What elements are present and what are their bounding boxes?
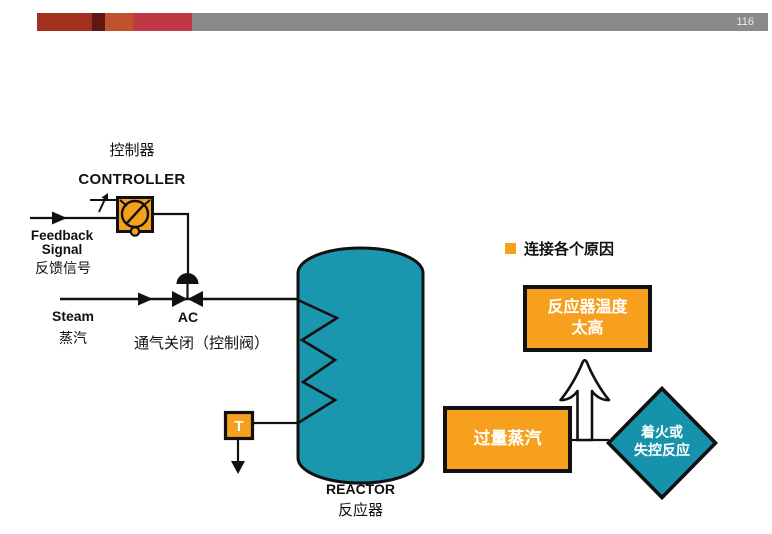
legend: 连接各个原因	[505, 238, 614, 259]
banner-segment-rust	[105, 13, 133, 31]
diamond-label-line1: 着火或	[641, 424, 683, 440]
feedback-signal-label-zh: 反馈信号	[35, 262, 91, 277]
feedback-label-line1: Feedback	[30, 228, 94, 243]
controller-label-zh: 控制器	[109, 143, 155, 159]
cause-box-excess-steam: 过量蒸汽	[443, 406, 572, 473]
reactor-vessel	[296, 246, 425, 485]
actuator-dome-icon	[176, 273, 199, 284]
legend-label: 连接各个原因	[524, 242, 615, 258]
reactor-label: REACTOR 反应器	[298, 481, 423, 520]
control-valve-icon	[172, 273, 203, 307]
controller-icon	[116, 196, 154, 237]
diamond-label: 着火或 失控反应	[606, 423, 718, 459]
up-arrow-icon	[559, 358, 611, 442]
cause-steam-text: 过量蒸汽	[473, 429, 542, 449]
cause-box-reactor-temp: 反应器温度 太高	[523, 285, 652, 352]
feedback-signal-line	[30, 193, 117, 225]
controller-output-line	[153, 212, 190, 274]
legend-bullet-icon	[505, 243, 516, 254]
banner-segment-crimson	[133, 13, 192, 31]
feedback-signal-label: Feedback Signal	[22, 229, 102, 257]
flow-arrow-icon	[138, 292, 153, 306]
valve-code-label: AC	[177, 309, 199, 325]
top-banner: 116	[0, 13, 772, 31]
steam-label-en: Steam	[51, 308, 95, 324]
coil-zigzag-icon	[297, 298, 340, 425]
signal-slash-icon	[98, 198, 106, 213]
valve-description-label: 通气关闭（控制阀）	[134, 336, 270, 352]
flow-arrow-icon	[52, 211, 67, 225]
down-arrow-icon	[231, 461, 245, 474]
temperature-sensor-icon: T	[223, 410, 255, 474]
controller-label-en: CONTROLLER	[78, 171, 186, 188]
cause-temp-line1: 反应器温度	[547, 298, 628, 316]
cause-temp-line2: 太高	[571, 319, 604, 337]
banner-segment-red	[37, 13, 92, 31]
steam-label-zh: 蒸汽	[59, 332, 87, 347]
consequence-diamond	[605, 385, 719, 501]
reactor-label-zh: 反应器	[337, 503, 383, 519]
banner-segment-maroon	[92, 13, 105, 31]
page-number: 116	[192, 13, 768, 31]
reactor-label-en: REACTOR	[326, 481, 395, 497]
diamond-label-line2: 失控反应	[634, 442, 690, 458]
feedback-label-line2: Signal	[41, 242, 83, 257]
sensor-label: T	[234, 418, 243, 435]
